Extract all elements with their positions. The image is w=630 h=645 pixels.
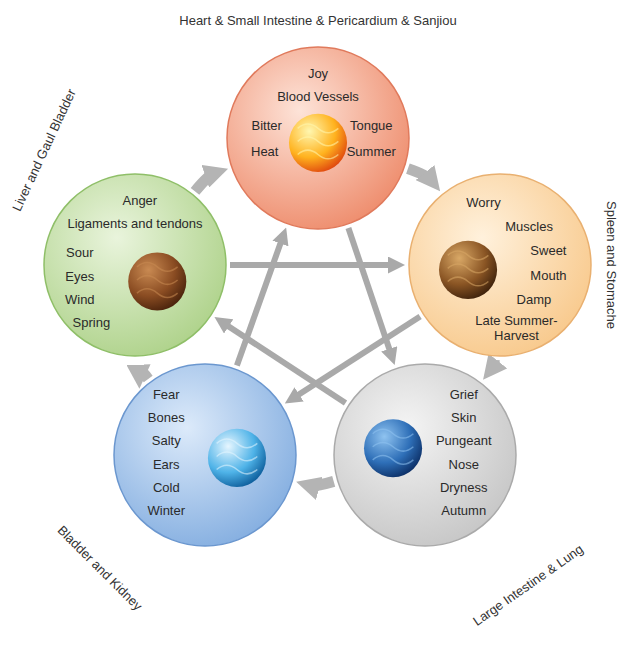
attribute-label: Ligaments and tendons [67, 216, 202, 231]
attribute-label: Pungeant [436, 433, 492, 448]
globe-swirl [448, 251, 489, 260]
attribute-label: Late Summer- Harvest [470, 313, 562, 343]
generating-arrow [195, 173, 214, 191]
generating-arrow [310, 481, 334, 486]
attribute-label: Bones [148, 410, 185, 425]
attribute-label: Autumn [441, 503, 486, 518]
attribute-label: Skin [451, 410, 476, 425]
circle-fill [334, 364, 516, 546]
circle-fill [409, 174, 591, 356]
attribute-label: Summer [347, 143, 396, 158]
globe-swirl [137, 276, 178, 285]
attribute-label: Winter [147, 503, 185, 518]
attribute-label: Sour [66, 245, 93, 260]
globe-swirl [217, 439, 258, 448]
attribute-label: Spring [73, 315, 111, 330]
attribute-label: Eyes [65, 268, 94, 283]
element-circle: Bladder and KidneyFearBonesSaltyEarsCold… [113, 363, 297, 547]
attribute-label: Joy [308, 66, 328, 81]
controlling-arrow [230, 262, 395, 268]
generating-arrow [139, 371, 148, 379]
attribute-label: Wind [65, 291, 95, 306]
attribute-label: Cold [153, 479, 180, 494]
globe-swirl [298, 124, 339, 133]
globe-swirl [217, 465, 258, 474]
organ-heading: Large Intestine & Lung [470, 541, 586, 628]
attribute-label: Fear [153, 386, 180, 401]
globe-swirl [298, 137, 339, 146]
element-globe [128, 252, 186, 310]
element-globe [364, 419, 422, 477]
circle-fill [227, 47, 409, 229]
attribute-label: Muscles [505, 219, 553, 234]
generating-arrow [492, 360, 494, 369]
circle-outline [113, 363, 297, 547]
globe-swirl [373, 455, 414, 464]
circle-outline [333, 363, 517, 547]
globe-swirl [373, 429, 414, 438]
globe-swirl [373, 442, 414, 451]
element-globe [208, 429, 266, 487]
attribute-label: Heat [251, 143, 278, 158]
attribute-label: Nose [449, 456, 479, 471]
element-globe [439, 241, 497, 299]
attribute-label: Sweet [530, 243, 566, 258]
element-circle: Spleen and StomacheWorryMusclesSweetMout… [408, 173, 592, 357]
generating-arrow [408, 169, 431, 180]
circle-fill [114, 364, 296, 546]
attribute-label: Tongue [350, 118, 393, 133]
organ-heading: Bladder and Kidney [55, 523, 146, 614]
attribute-label: Ears [153, 456, 180, 471]
attribute-label: Mouth [530, 267, 566, 282]
attribute-label: Dryness [440, 479, 488, 494]
globe-swirl [217, 452, 258, 461]
attribute-label: Damp [517, 291, 552, 306]
organ-heading: Spleen and Stomache [604, 201, 619, 329]
circle-fill [44, 174, 226, 356]
attribute-label: Worry [466, 195, 500, 210]
globe-swirl [137, 289, 178, 298]
element-circle: Heart & Small Intestine & Pericardium & … [226, 46, 410, 230]
globe-swirl [448, 277, 489, 286]
element-circle: Liver and Gaul BladderAngerLigaments and… [43, 173, 227, 357]
element-globe [289, 114, 347, 172]
globe-swirl [298, 150, 339, 159]
element-circle: Large Intestine & LungGriefSkinPungeantN… [333, 363, 517, 547]
attribute-label: Grief [450, 386, 478, 401]
globe-swirl [137, 263, 178, 272]
organ-heading: Liver and Gaul Bladder [9, 87, 79, 214]
controlling-arrow [348, 228, 391, 355]
attribute-label: Bitter [252, 118, 282, 133]
attribute-label: Salty [152, 433, 181, 448]
attribute-label: Blood Vessels [277, 89, 359, 104]
attribute-label: Anger [122, 193, 157, 208]
organ-heading: Heart & Small Intestine & Pericardium & … [179, 13, 456, 28]
globe-swirl [448, 264, 489, 273]
